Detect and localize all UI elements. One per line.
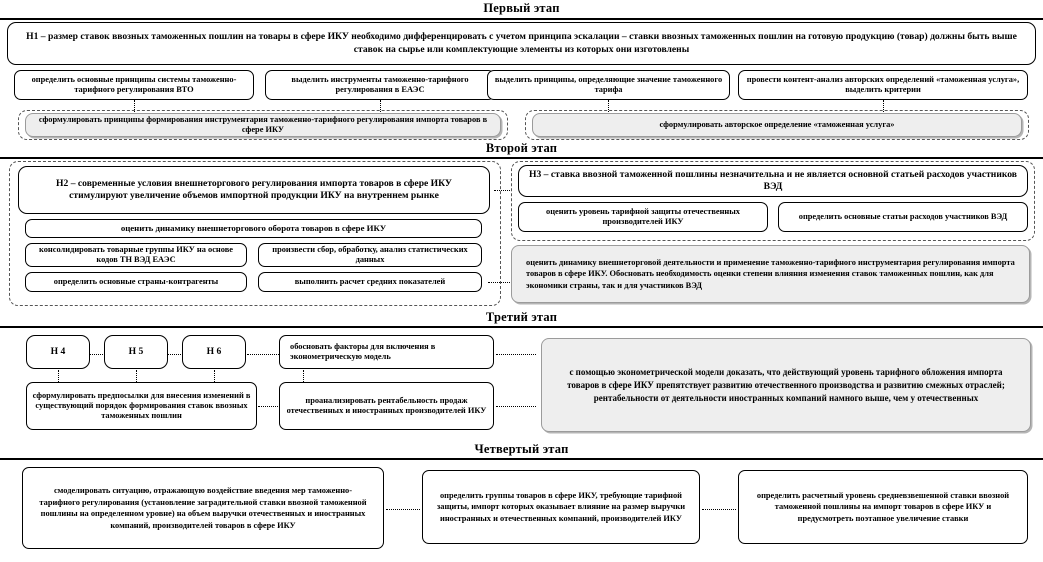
stage-3-task-2: сформулировать предпосылки для внесения … xyxy=(26,382,257,430)
stage-3-section: Третий этап H 4 H 5 H 6 обосновать факто… xyxy=(0,310,1043,444)
stage-2-result-text: оценить динамику внешнеторговой деятельн… xyxy=(526,257,1015,290)
hypothesis-h6-box: H 6 xyxy=(182,335,246,369)
stage-3-divider xyxy=(0,326,1043,328)
stage-2-right-task-1: оценить уровень тарифной защиты отечеств… xyxy=(518,202,768,232)
stage-3-task-2-text: сформулировать предпосылки для внесения … xyxy=(32,390,251,421)
stage-3-task-3: проанализировать рентабельность продаж о… xyxy=(279,382,494,430)
stage-1-task-4-text: провести контент-анализ авторских опреде… xyxy=(746,74,1020,94)
connector-s2-left-to-result xyxy=(488,282,510,283)
stage-1-task-1-text: определить основные принципы системы там… xyxy=(31,74,237,94)
stage-1-result-2-text: сформулировать авторское определение «та… xyxy=(659,119,895,129)
connector-h4-down xyxy=(58,370,59,382)
stage-2-left-task-4: определить основные страны-контрагенты xyxy=(25,272,247,292)
stage-1-task-3-text: выделить принципы, определяющие значение… xyxy=(494,74,723,94)
stage-1-result-2: сформулировать авторское определение «та… xyxy=(532,113,1022,137)
stage-4-task-1-text: смоделировать ситуацию, отражающую возде… xyxy=(39,486,367,530)
hypothesis-h1-box: H1 – размер ставок ввозных таможенных по… xyxy=(7,22,1036,65)
hypothesis-h2-box: H2 – современные условия внешнеторгового… xyxy=(18,166,490,214)
connector-s3-task1-result xyxy=(496,354,536,355)
connector-h4-h5 xyxy=(90,354,103,355)
connector-s3-task3-result xyxy=(496,406,536,407)
stage-1-divider xyxy=(0,18,1043,20)
stage-2-left-task-2-text: консолидировать товарные группы ИКУ на о… xyxy=(39,244,233,264)
hypothesis-h3-box: H3 – ставка ввозной таможенной пошлины н… xyxy=(518,165,1028,197)
hypothesis-h4-box: H 4 xyxy=(26,335,90,369)
stage-1-title: Первый этап xyxy=(483,1,560,15)
stage-4-task-3: определить расчетный уровень средневзвеш… xyxy=(738,470,1028,544)
stage-3-title: Третий этап xyxy=(485,310,558,324)
stage-1-result-1: сформулировать принципы формирования инс… xyxy=(25,113,501,137)
stage-2-left-task-5-text: выполнить расчет средних показателей xyxy=(294,276,446,286)
connector-s1-t4 xyxy=(883,100,884,112)
stage-2-divider xyxy=(0,157,1043,159)
stage-1-result-group-right xyxy=(525,110,1029,140)
stage-1-task-1: определить основные принципы системы там… xyxy=(14,70,254,100)
stage-1-result-group-left xyxy=(18,110,508,140)
stage-4-title: Четвертый этап xyxy=(474,442,569,456)
stage-1-task-3: выделить принципы, определяющие значение… xyxy=(487,70,730,100)
hypothesis-h3-text: H3 – ставка ввозной таможенной пошлины н… xyxy=(529,168,1017,192)
stage-1-task-2: выделить инструменты таможенно-тарифного… xyxy=(265,70,495,100)
stage-2-left-task-5: выполнить расчет средних показателей xyxy=(258,272,482,292)
stage-1-result-1-text: сформулировать принципы формирования инс… xyxy=(38,114,488,134)
stage-2-right-task-1-text: оценить уровень тарифной защиты отечеств… xyxy=(546,206,740,226)
hypothesis-h5-text: H 5 xyxy=(128,345,144,357)
connector-h6-task1 xyxy=(247,354,279,355)
connector-s2-h2-to-h3 xyxy=(494,190,512,191)
stage-4-task-2-text: определить группы товаров в сфере ИКУ, т… xyxy=(436,490,686,523)
connector-s1-t2 xyxy=(380,100,381,112)
stage-3-task-1: обосновать факторы для включения в эконо… xyxy=(279,335,494,369)
stage-2-left-task-2: консолидировать товарные группы ИКУ на о… xyxy=(25,243,247,267)
connector-h6-down xyxy=(214,370,215,382)
stage-1-section: Первый этап H1 – размер ставок ввозных т… xyxy=(0,0,1043,142)
stage-2-right-task-2-text: определить основные статьи расходов учас… xyxy=(798,211,1008,221)
stage-2-left-task-4-text: определить основные страны-контрагенты xyxy=(53,276,219,286)
stage-4-section: Четвертый этап смоделировать ситуацию, о… xyxy=(0,443,1043,562)
hypothesis-h2-text: H2 – современные условия внешнеторгового… xyxy=(56,177,452,201)
connector-s1-t1 xyxy=(134,100,135,112)
connector-s4-2-3 xyxy=(702,509,736,510)
connector-h5-down xyxy=(136,370,137,382)
stage-3-result: с помощью эконометрической модели доказа… xyxy=(541,338,1031,432)
hypothesis-h5-box: H 5 xyxy=(104,335,168,369)
stage-2-title: Второй этап xyxy=(485,141,558,155)
stage-2-right-task-2: определить основные статьи расходов учас… xyxy=(778,202,1028,232)
stage-3-result-text: с помощью эконометрической модели доказа… xyxy=(567,366,1005,403)
stage-1-task-2-text: выделить инструменты таможенно-тарифного… xyxy=(291,74,469,94)
hypothesis-h4-text: H 4 xyxy=(50,345,66,357)
stage-3-task-1-text: обосновать факторы для включения в эконо… xyxy=(290,341,436,361)
stage-2-left-task-3: произвести сбор, обработку, анализ стати… xyxy=(258,243,482,267)
stage-2-left-task-1-text: оценить динамику внешнеторгового оборота… xyxy=(120,223,387,234)
hypothesis-h6-text: H 6 xyxy=(206,345,222,357)
connector-s3-task2-task3 xyxy=(258,406,278,407)
stage-4-task-2: определить группы товаров в сфере ИКУ, т… xyxy=(422,470,700,544)
hypothesis-h1-text: H1 – размер ставок ввозных таможенных по… xyxy=(26,31,1017,55)
stage-2-result: оценить динамику внешнеторговой деятельн… xyxy=(511,245,1030,303)
stage-2-left-task-3-text: произвести сбор, обработку, анализ стати… xyxy=(272,244,468,264)
stage-4-task-1: смоделировать ситуацию, отражающую возде… xyxy=(22,467,384,549)
connector-h5-h6 xyxy=(168,354,181,355)
connector-s3-task1-down xyxy=(303,370,304,382)
stage-4-task-3-text: определить расчетный уровень средневзвеш… xyxy=(756,490,1010,523)
stage-2-section: Второй этап H2 – современные условия вне… xyxy=(0,142,1043,314)
stage-3-task-3-text: проанализировать рентабельность продаж о… xyxy=(286,395,487,415)
stage-1-task-4: провести контент-анализ авторских опреде… xyxy=(738,70,1028,100)
stage-4-divider xyxy=(0,458,1043,460)
stage-2-left-task-1: оценить динамику внешнеторгового оборота… xyxy=(25,219,482,238)
stage-2-left-group xyxy=(9,161,501,306)
connector-s1-t3 xyxy=(608,100,609,112)
stage-2-right-group xyxy=(511,161,1035,241)
connector-s4-1-2 xyxy=(386,509,420,510)
